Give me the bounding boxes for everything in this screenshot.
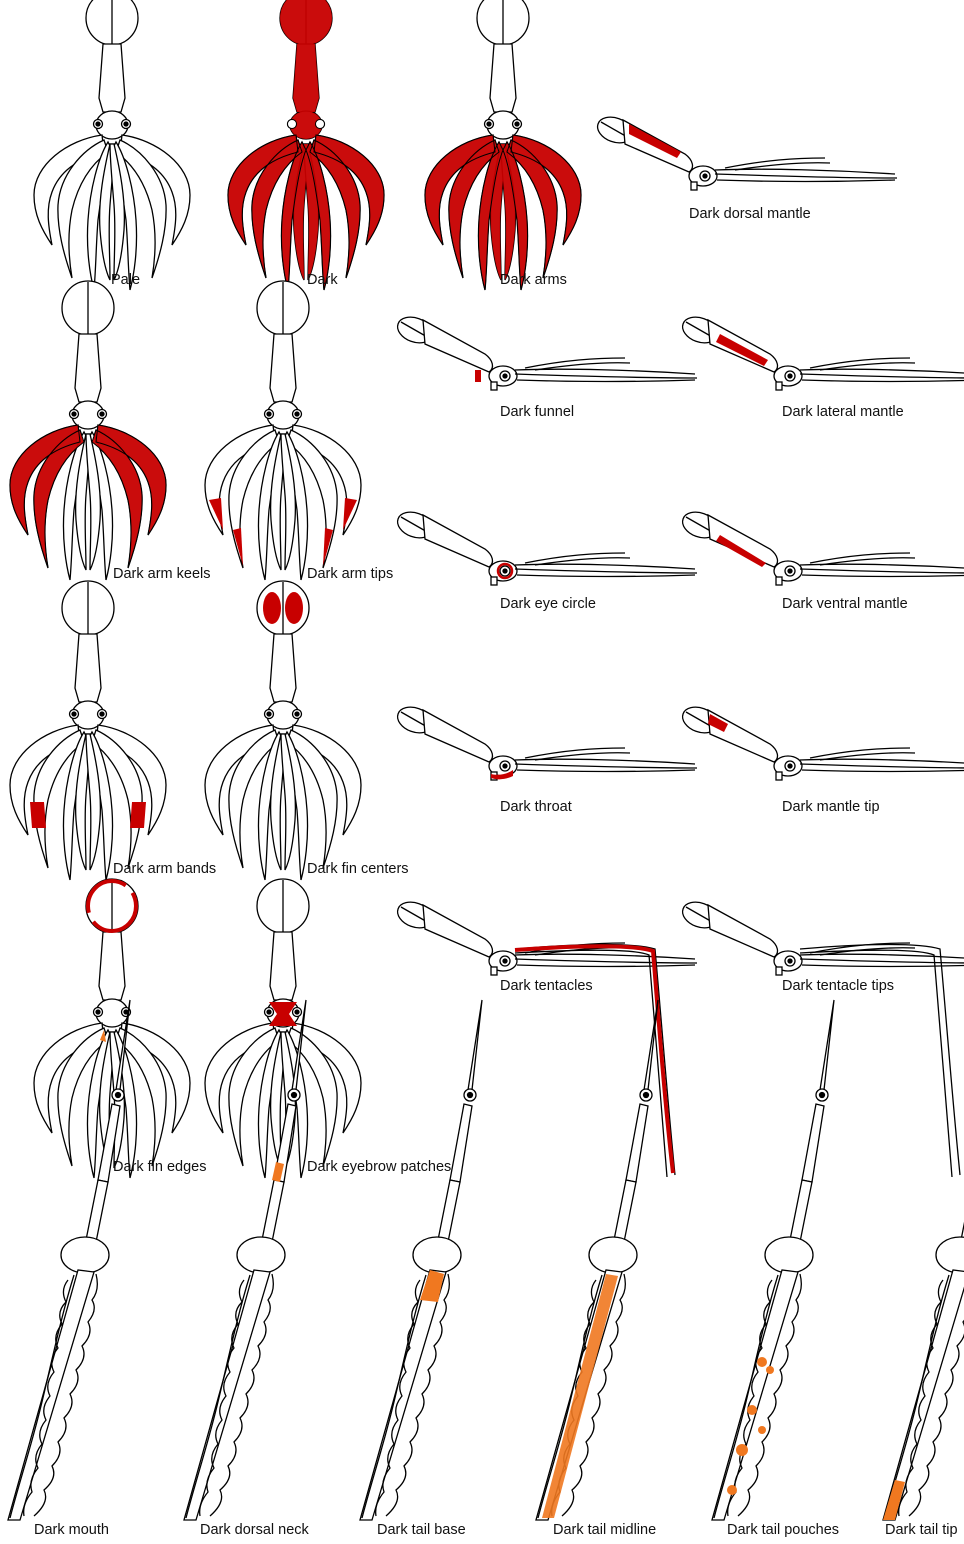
label-dark-tail-base: Dark tail base xyxy=(377,1522,466,1538)
squid-dark-funnel xyxy=(394,313,697,390)
label-dark-tail-midline: Dark tail midline xyxy=(553,1522,656,1538)
label-dark-mouth: Dark mouth xyxy=(34,1522,109,1538)
label-dark-arm-keels: Dark arm keels xyxy=(113,566,211,582)
label-dark-mantle-tip: Dark mantle tip xyxy=(782,799,880,815)
label-dark-ventral-mantle: Dark ventral mantle xyxy=(782,596,908,612)
label-dark-lateral-mantle: Dark lateral mantle xyxy=(782,404,904,420)
squid-dark-eye-circle xyxy=(394,508,697,585)
label-dark-tentacle-tips: Dark tentacle tips xyxy=(782,978,894,994)
label-dark-eye-circle: Dark eye circle xyxy=(500,596,596,612)
squid-dark-tail-pouches xyxy=(712,1000,834,1520)
squid-dark-dorsal-mantle xyxy=(594,113,897,190)
label-dark-throat: Dark throat xyxy=(500,799,572,815)
label-dark-eyebrow-patches: Dark eyebrow patches xyxy=(307,1159,451,1175)
label-dark-dorsal-neck: Dark dorsal neck xyxy=(200,1522,309,1538)
squid-dark-fin-centers xyxy=(205,581,361,880)
label-dark-arms: Dark arms xyxy=(500,272,567,288)
label-dark-tail-pouches: Dark tail pouches xyxy=(727,1522,839,1538)
squid-dark-ventral-mantle xyxy=(679,508,964,585)
squid-dark-tail-base xyxy=(360,1000,482,1520)
squid-dark-tail-midline xyxy=(536,1000,658,1520)
squid-dark xyxy=(228,0,384,290)
squid-dark-arm-tips xyxy=(205,281,361,580)
squid-dark-arms xyxy=(425,0,581,290)
squid-dark-throat xyxy=(394,703,697,780)
label-pale: Pale xyxy=(111,272,140,288)
label-dark-fin-centers: Dark fin centers xyxy=(307,861,409,877)
label-dark-arm-bands: Dark arm bands xyxy=(113,861,216,877)
label-dark-funnel: Dark funnel xyxy=(500,404,574,420)
squid-dark-tentacle-tips xyxy=(679,898,964,1177)
squid-dark-arm-bands xyxy=(10,581,166,880)
squid-dark-arm-keels xyxy=(10,281,166,580)
squid-dark-tail-tip xyxy=(883,1000,964,1520)
label-dark: Dark xyxy=(307,272,338,288)
squid-pale xyxy=(34,0,190,290)
squid-dark-lateral-mantle xyxy=(679,313,964,390)
label-dark-arm-tips: Dark arm tips xyxy=(307,566,393,582)
label-dark-tentacles: Dark tentacles xyxy=(500,978,593,994)
label-dark-dorsal-mantle: Dark dorsal mantle xyxy=(689,206,811,222)
label-dark-fin-edges: Dark fin edges xyxy=(113,1159,207,1175)
squid-dark-mantle-tip xyxy=(679,703,964,780)
label-dark-tail-tip: Dark tail tip xyxy=(885,1522,958,1538)
